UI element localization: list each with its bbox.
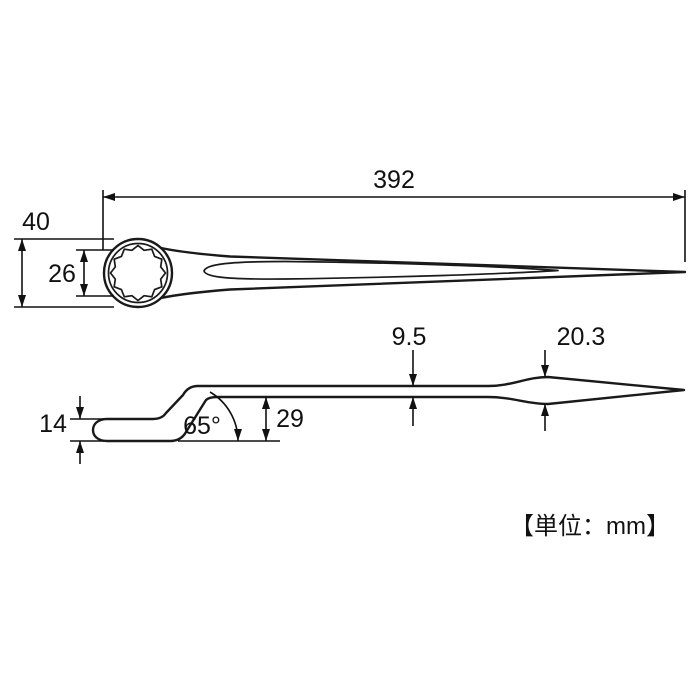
ring-outer-circle — [102, 237, 174, 309]
ring-serration-12pt — [109, 244, 167, 302]
dim-shank-thickness-label: 9.5 — [392, 323, 427, 351]
dimension-shank-thickness: 9.5 — [392, 323, 427, 426]
dim-ring-inner-label: 26 — [48, 260, 76, 288]
dimension-ring-inner: 26 — [48, 249, 114, 297]
dim-ring-width-label: 40 — [22, 208, 50, 236]
dimension-ring-width: 40 — [14, 208, 114, 308]
ring-chamfer-circle — [107, 242, 169, 304]
dimension-overall-length: 392 — [102, 166, 686, 262]
dim-bend-angle-label: 65° — [183, 412, 221, 440]
unit-note: 【単位：mm】 — [510, 513, 670, 540]
handle-outline-top-view — [159, 246, 687, 300]
dim-overall-length-label: 392 — [373, 166, 415, 194]
dimension-ring-thickness: 14 — [39, 396, 104, 464]
dimension-bend-angle: 65° — [178, 391, 280, 442]
dim-taper-thickness-label: 20.3 — [557, 323, 606, 351]
top-view-wrench — [102, 237, 687, 309]
dim-offset-depth-label: 29 — [276, 405, 304, 433]
side-view-wrench — [91, 375, 686, 443]
wrench-outline-side-view — [91, 375, 686, 443]
dim-ring-thickness-label: 14 — [39, 410, 67, 438]
dimension-taper-thickness: 20.3 — [541, 323, 606, 431]
handle-face-contour — [203, 260, 559, 280]
angle-arc — [209, 391, 242, 442]
dimension-offset-depth: 29 — [262, 397, 304, 441]
